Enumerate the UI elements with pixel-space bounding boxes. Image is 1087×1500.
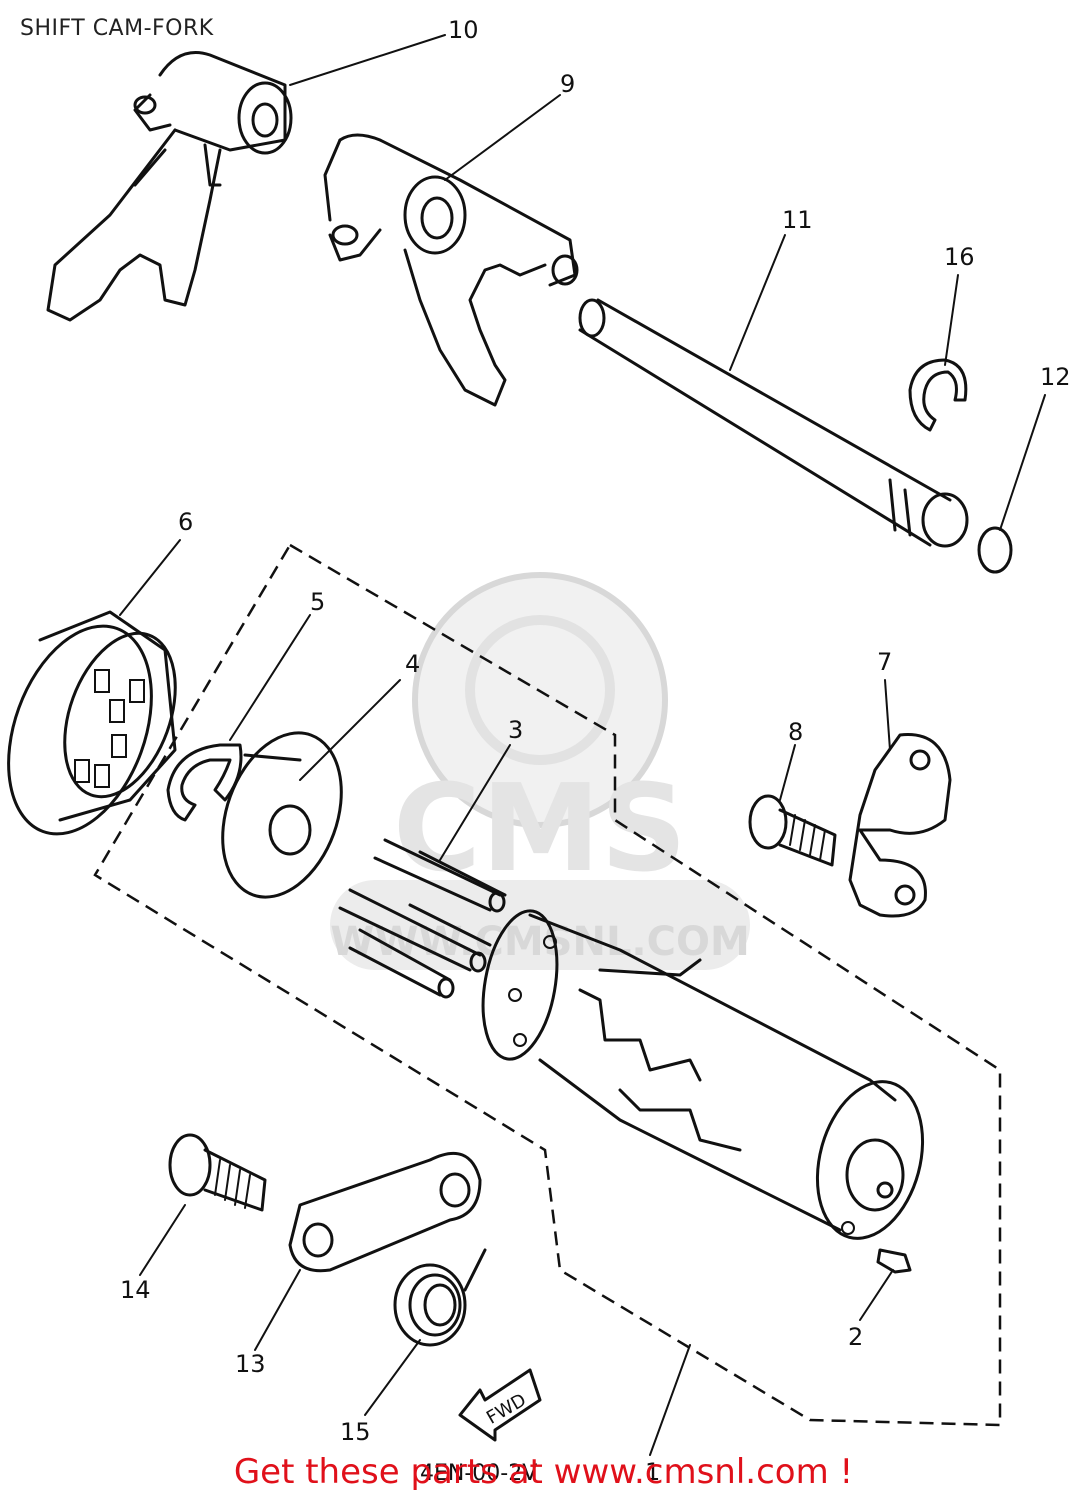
callout-2: 2: [848, 1323, 863, 1351]
callout-3: 3: [508, 716, 523, 744]
callout-1: 1: [645, 1458, 660, 1486]
callout-7: 7: [877, 648, 892, 676]
assembly-ref: 4EN-00-2V: [420, 1461, 537, 1486]
stopper-lever-13: [288, 1151, 482, 1273]
leader-lines: [119, 34, 1046, 1456]
assembly-outline: [93, 543, 1002, 1427]
torsion-spring-15: [393, 1248, 487, 1347]
callout-12: 12: [1040, 363, 1071, 391]
callout-13: 13: [235, 1350, 266, 1378]
callout-numbers: 10 9 11 16 12 6 5 4 3 7 8 14 13 15 2 4EN…: [120, 16, 1071, 1486]
callout-5: 5: [310, 588, 325, 616]
washer-4: [221, 731, 343, 899]
watermark-logo: CMS WWW.CMSNL.COM: [330, 572, 750, 970]
shift-cam-drum-1: [481, 909, 925, 1240]
o-ring-12: [977, 526, 1013, 574]
footer-link[interactable]: Get these parts at www.cmsnl.com !: [233, 1452, 854, 1492]
shift-fork-9: [323, 133, 579, 407]
forward-arrow: FWD: [458, 1368, 542, 1442]
callout-11: 11: [782, 206, 813, 234]
plate-7: [848, 733, 952, 918]
guide-bar-11: [578, 298, 969, 548]
circlip-5: [166, 743, 243, 822]
watermark-site: WWW.CMSNL.COM: [330, 919, 750, 965]
callout-9: 9: [560, 70, 575, 98]
circlip-16: [908, 358, 968, 432]
shift-fork-10: [46, 51, 293, 322]
bolt-14: [168, 1133, 267, 1212]
callout-10: 10: [448, 16, 479, 44]
bolt-8: [748, 794, 837, 867]
page-title: SHIFT CAM-FORK: [20, 16, 214, 41]
callout-6: 6: [178, 508, 193, 536]
callout-4: 4: [405, 650, 420, 678]
callout-15: 15: [340, 1418, 371, 1446]
pins-3: [338, 838, 507, 999]
watermark-brand: CMS: [393, 760, 687, 899]
callout-14: 14: [120, 1276, 151, 1304]
callout-8: 8: [788, 718, 803, 746]
bearing-6: [7, 610, 177, 836]
pin-2: [876, 1248, 912, 1274]
callout-16: 16: [944, 243, 975, 271]
